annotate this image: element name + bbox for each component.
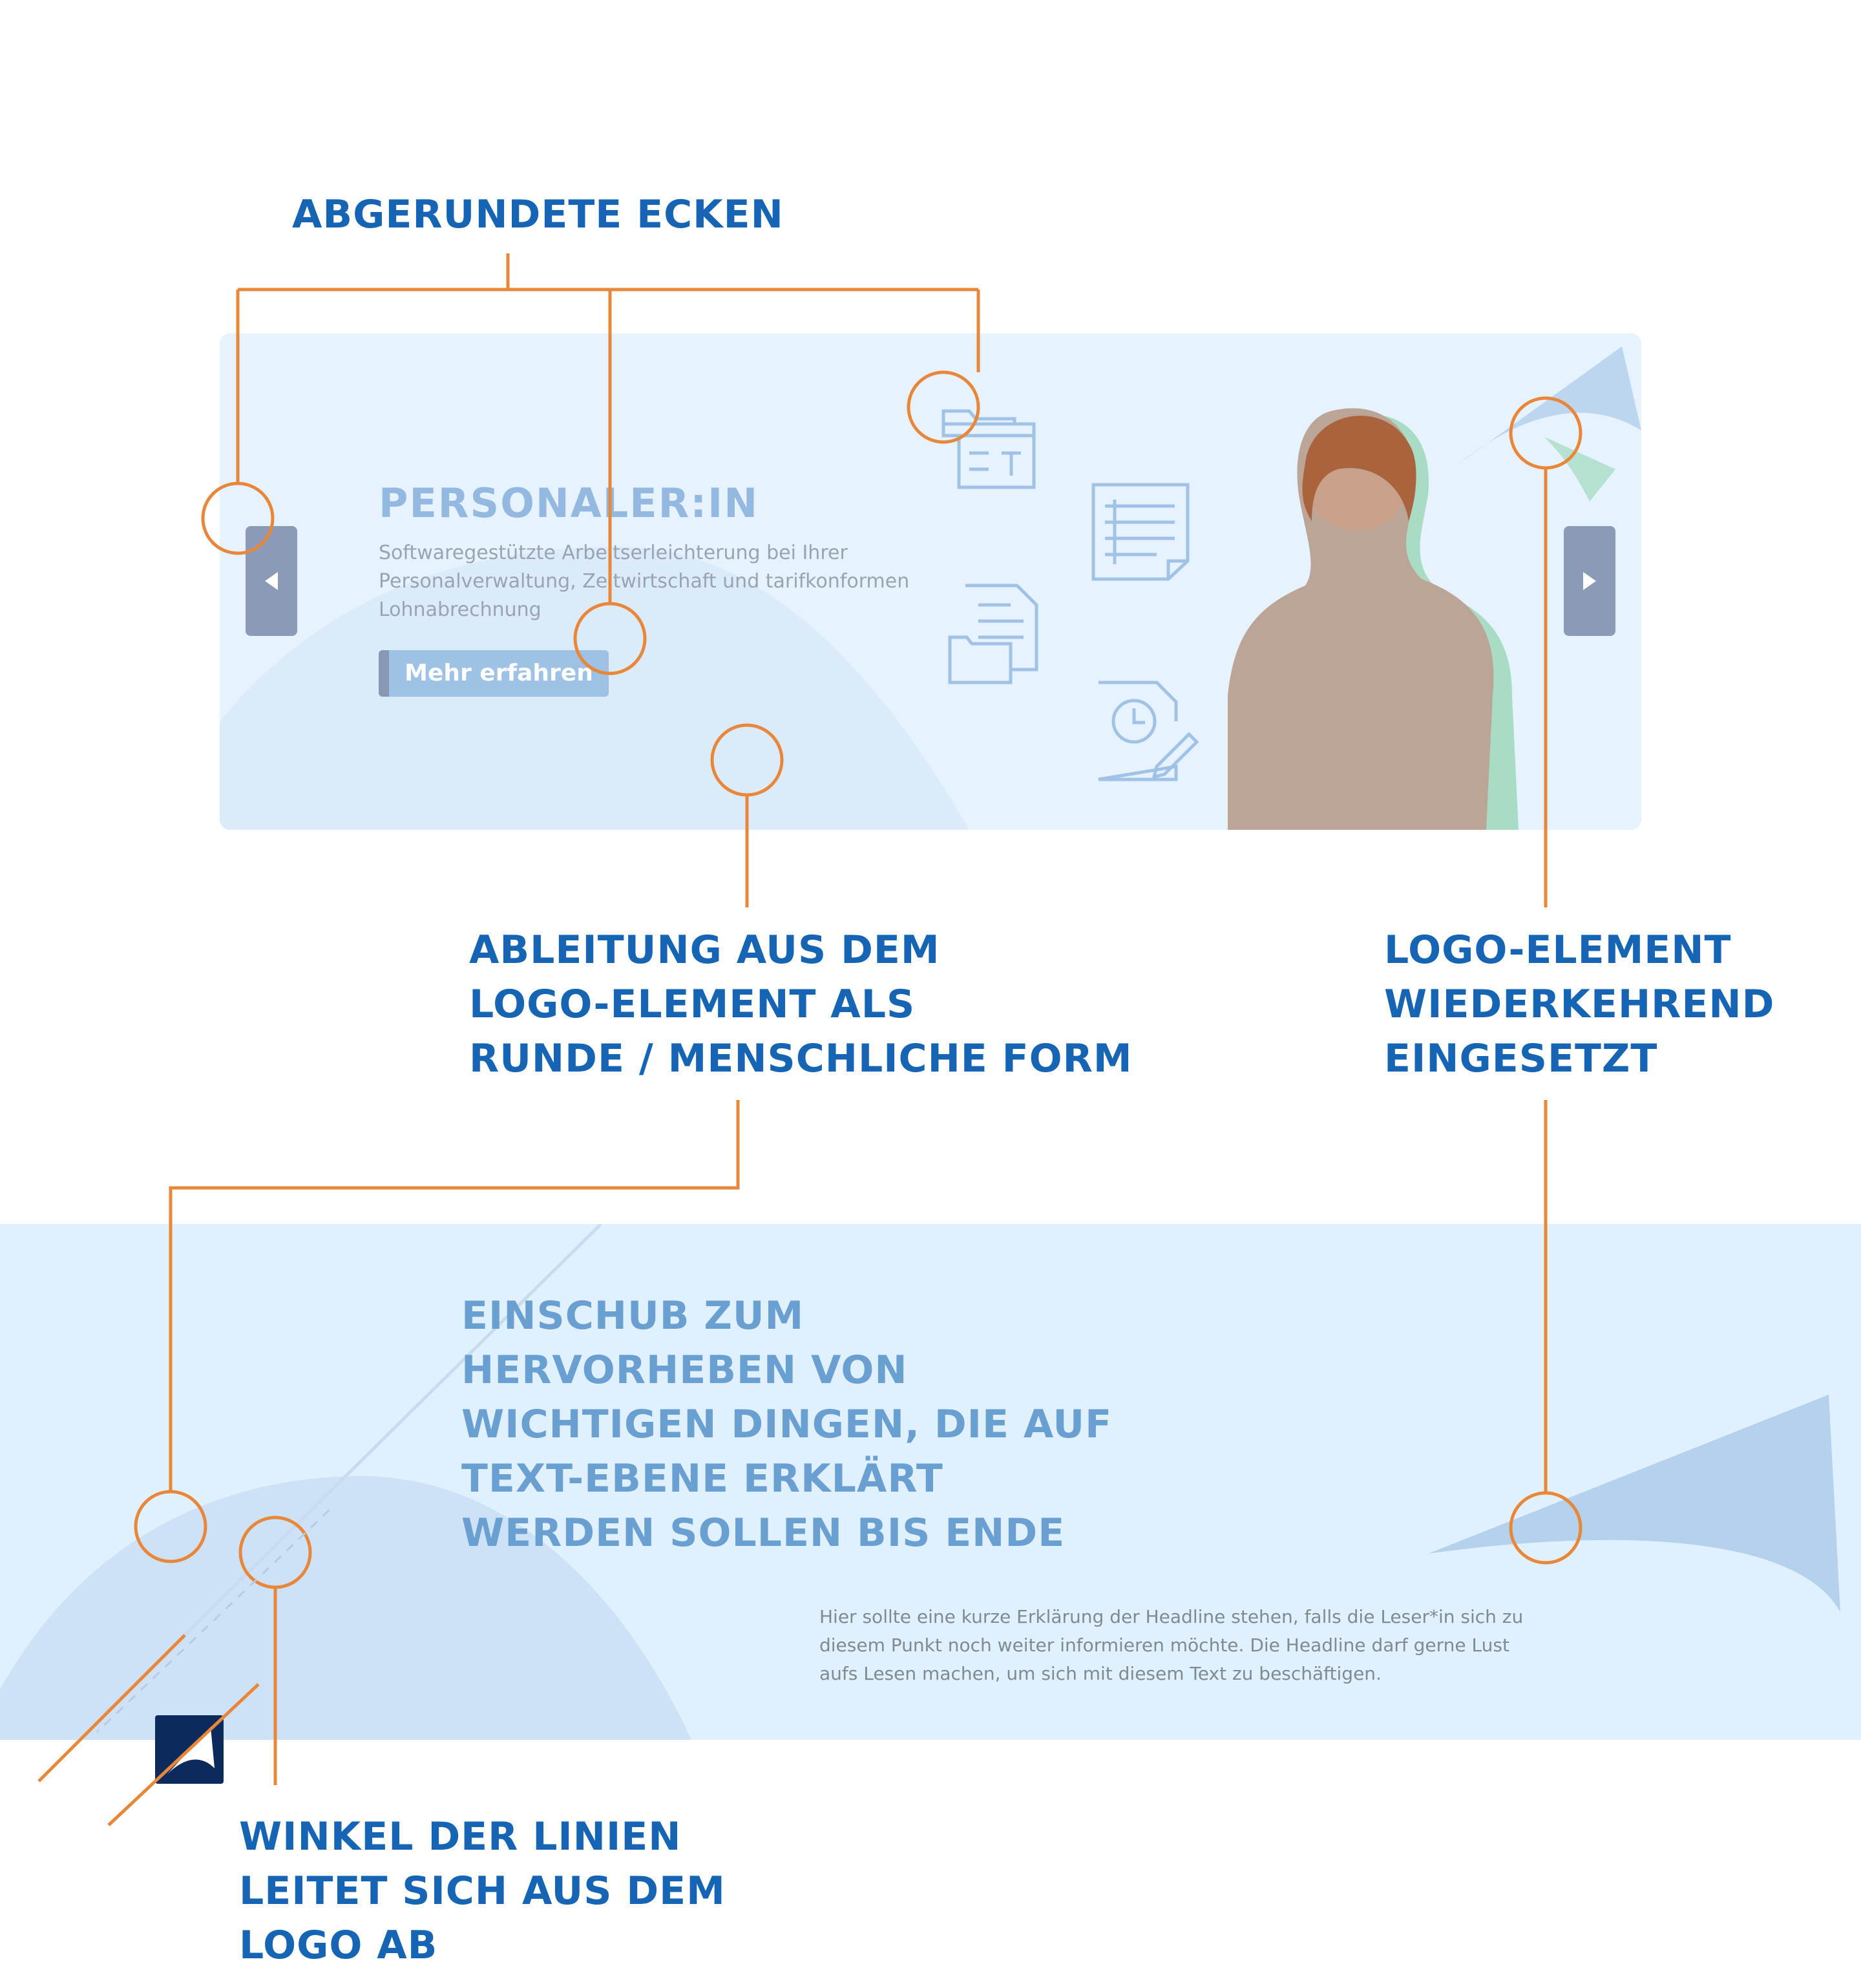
arrow-right-icon xyxy=(1583,572,1596,590)
band-description: Hier sollte eine kurze Erklärung der Hea… xyxy=(819,1606,1524,1684)
hero-title: PERSONALER:IN xyxy=(379,480,759,527)
annotation-logo-recurring: LOGO-ELEMENT WIEDERKEHREND EINGESETZT xyxy=(1384,927,1775,1081)
documents-folder-icon xyxy=(948,584,1038,684)
arrow-left-icon xyxy=(265,572,278,590)
more-info-button[interactable]: Mehr erfahren xyxy=(379,650,609,697)
folder-text-icon xyxy=(941,409,1036,489)
band-headline: EINSCHUB ZUM HERVORHEBEN VON WICHTIGEN D… xyxy=(461,1293,1113,1556)
annotation-derivation: ABLEITUNG AUS DEM LOGO-ELEMENT ALS RUNDE… xyxy=(469,927,1133,1081)
company-logo xyxy=(155,1715,224,1784)
logo-mark-icon xyxy=(167,1727,215,1775)
hero-description: Softwaregestützte Arbeitserleichterung b… xyxy=(379,542,910,621)
annotation-rounded-corners: ABGERUNDETE ECKEN xyxy=(292,192,784,237)
highlight-band: EINSCHUB ZUM HERVORHEBEN VON WICHTIGEN D… xyxy=(0,1224,1861,1740)
slider-next-button[interactable] xyxy=(1564,526,1615,636)
document-clock-icon xyxy=(1098,681,1199,781)
annotation-line-angle: WINKEL DER LINIEN LEITET SICH AUS DEM LO… xyxy=(239,1814,726,1968)
hero-slider-card: PERSONALER:IN Softwaregestützte Arbeitse… xyxy=(220,333,1641,830)
slider-prev-button[interactable] xyxy=(246,526,297,636)
document-list-icon xyxy=(1091,483,1190,581)
